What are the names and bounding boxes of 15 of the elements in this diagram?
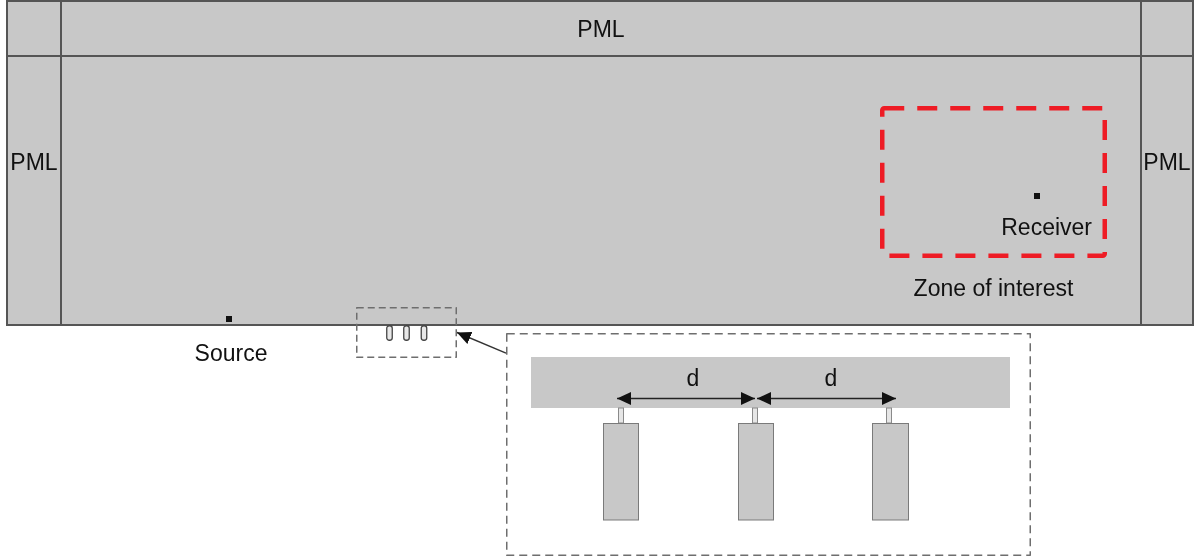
simulation-domain [60,55,1142,326]
pml-region [1140,55,1194,326]
pml-region [6,55,62,326]
corner-region [6,0,62,57]
dimension-label: d [686,365,700,391]
zone-label: Zone of interest [913,275,1074,301]
pml-region [60,0,1142,57]
region-label: PML [577,15,625,42]
corner-region [1140,0,1194,57]
dimension-label: d [824,365,838,391]
arrow [456,331,507,354]
region-label: PML [1143,149,1191,175]
point-label: Source [194,340,268,366]
region-label: PML [10,149,58,175]
point-label: Receiver [1001,214,1092,240]
